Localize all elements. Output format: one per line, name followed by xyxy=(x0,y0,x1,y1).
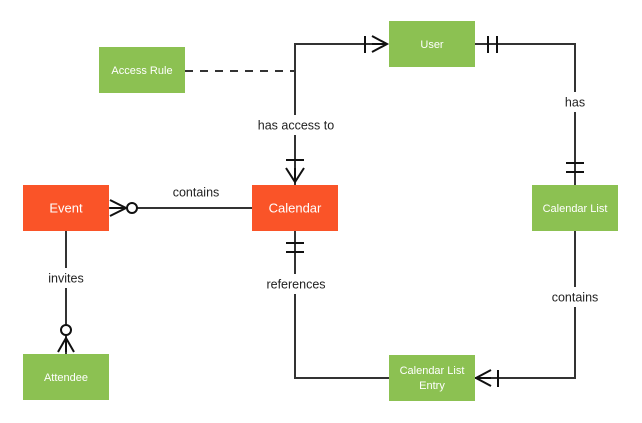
label-invites-text: invites xyxy=(48,271,83,285)
entity-calendar-list-entry-box[interactable] xyxy=(389,355,475,401)
entity-calendar-list[interactable]: Calendar List xyxy=(532,185,618,231)
marker-event-zero-or-many xyxy=(109,199,138,217)
marker-user-one-and-only-one xyxy=(487,36,498,53)
label-contains-event-calendar: contains xyxy=(158,182,234,202)
entity-event-box[interactable] xyxy=(23,185,109,231)
label-references: references xyxy=(250,274,342,294)
label-has-bg xyxy=(551,92,599,112)
marker-calendar-one-and-only-one xyxy=(286,242,304,253)
references-line xyxy=(294,231,389,379)
entity-event[interactable]: Event xyxy=(23,185,109,231)
label-contains-event-calendar-bg xyxy=(158,182,234,202)
label-contains-list-entry-text: contains xyxy=(552,290,599,304)
marker-list-entry-one-or-many xyxy=(473,369,499,387)
contains-list-entry-line xyxy=(475,231,576,379)
label-has-text: has xyxy=(565,95,585,109)
marker-calendar-one-or-many xyxy=(285,159,305,184)
label-invites: invites xyxy=(36,268,96,288)
label-invites-bg xyxy=(36,268,96,288)
has-access-to-line xyxy=(294,43,382,185)
entity-attendee[interactable]: Attendee xyxy=(23,354,109,400)
entity-calendar-list-entry[interactable]: Calendar List Entry xyxy=(389,355,475,401)
entity-attendee-box[interactable] xyxy=(23,354,109,400)
has-line xyxy=(475,43,576,185)
connector-has-access-to xyxy=(285,35,390,185)
marker-calendar-list-one-and-only-one xyxy=(566,162,584,173)
label-contains-event-calendar-text: contains xyxy=(173,185,220,199)
label-has-access-to-bg xyxy=(240,115,352,135)
connector-contains-event-calendar xyxy=(109,199,252,217)
connector-invites xyxy=(57,231,75,354)
entity-calendar-list-box[interactable] xyxy=(532,185,618,231)
connector-references xyxy=(286,231,389,379)
marker-user-one-or-many xyxy=(364,35,390,53)
label-references-text: references xyxy=(266,277,325,291)
entity-user-box[interactable] xyxy=(389,21,475,67)
entity-user[interactable]: User xyxy=(389,21,475,67)
label-has-access-to: has access to xyxy=(240,115,352,135)
marker-attendee-zero-or-many xyxy=(57,324,75,353)
connector-contains-list-entry xyxy=(473,231,576,387)
entity-calendar-box[interactable] xyxy=(252,185,338,231)
connector-has xyxy=(475,36,584,185)
label-has-access-to-text: has access to xyxy=(258,118,334,132)
label-contains-list-entry-bg xyxy=(537,287,613,307)
label-references-bg xyxy=(250,274,342,294)
label-has: has xyxy=(551,92,599,112)
label-contains-list-entry: contains xyxy=(537,287,613,307)
entity-access-rule-box[interactable] xyxy=(99,47,185,93)
entity-access-rule[interactable]: Access Rule xyxy=(99,47,185,93)
entity-calendar[interactable]: Calendar xyxy=(252,185,338,231)
